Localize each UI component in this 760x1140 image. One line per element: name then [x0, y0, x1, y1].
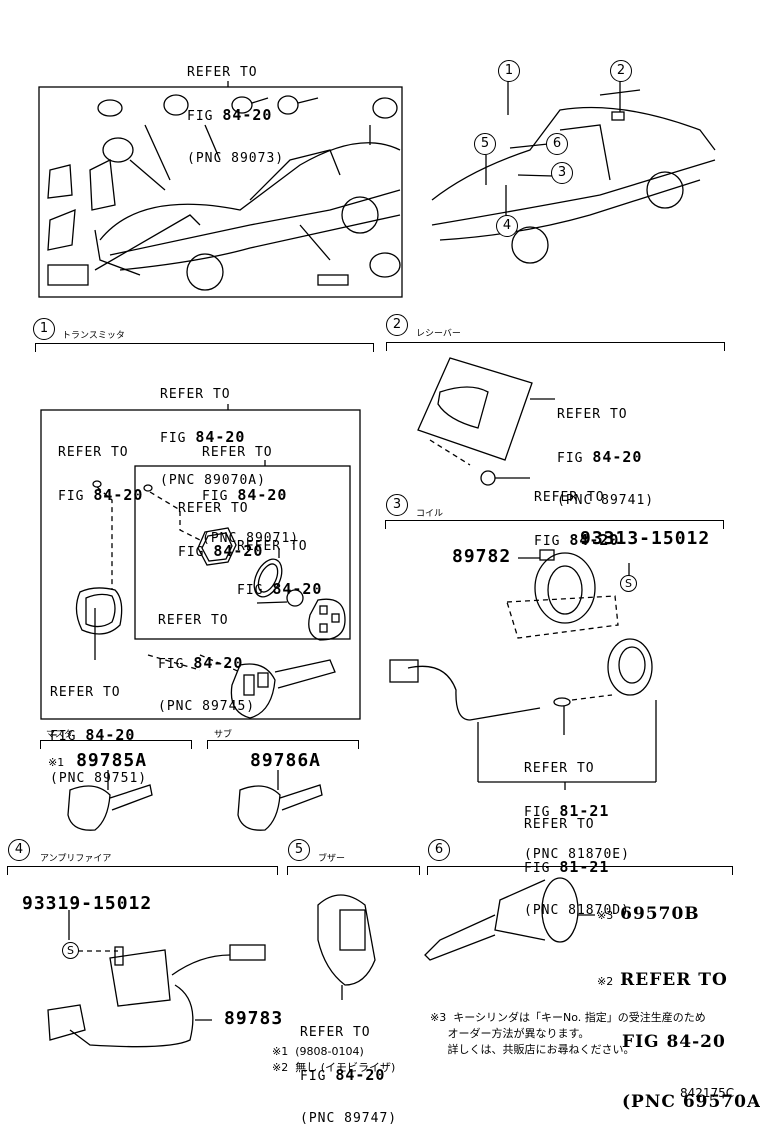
- figure-code: 842175C: [680, 1086, 735, 1100]
- callout-2[interactable]: 2: [610, 60, 632, 82]
- section-4-title: アンプリファイア: [40, 854, 112, 864]
- refer-transmitter-inner[interactable]: REFER TO FIG 84-20 (PNC 89071): [202, 445, 300, 546]
- refer-battery[interactable]: REFER TO FIG 84-20 (PNC 89745): [158, 613, 256, 714]
- coil-parts: [389, 549, 657, 790]
- footnote-3-line1: ※3 キーシリンダは「キーNo. 指定」の受注生産のため: [430, 1011, 706, 1024]
- sub-key-part[interactable]: 89786A: [250, 750, 322, 771]
- refer-receiver-bolt[interactable]: REFER TO FIG 84-20: [534, 490, 620, 549]
- section-4-number: 4: [8, 839, 30, 861]
- refer-gasket[interactable]: REFER TO FIG 84-20: [237, 539, 323, 598]
- components-overview: [47, 94, 401, 286]
- callout-3[interactable]: 3: [551, 162, 573, 184]
- section-1-title: トランスミッタ: [62, 331, 125, 341]
- parts-line-art: [38, 80, 716, 1048]
- amplifier-screw-part-number[interactable]: 93319-15012: [22, 893, 153, 914]
- refer-small-screw[interactable]: REFER TO FIG 84-20: [178, 501, 264, 560]
- callout-5[interactable]: 5: [474, 133, 496, 155]
- overview-refer-label[interactable]: REFER TO FIG 84-20 (PNC 89073): [187, 65, 285, 166]
- amplifier-part-number[interactable]: 89783: [224, 1008, 284, 1029]
- master-key-title: マスタ: [46, 730, 74, 740]
- section-3-title: コイル: [416, 509, 444, 519]
- footnote-3-line3: 詳しくは、共販店にお尋ねください。: [430, 1043, 635, 1056]
- footnote-3-line2: オーダー方法が異なります。: [430, 1027, 590, 1040]
- section-5-title: ブザー: [318, 854, 346, 864]
- callout-4[interactable]: 4: [496, 215, 518, 237]
- refer-spiral-cable[interactable]: REFER TO FIG 81-21 (PNC 81870E): [524, 761, 630, 862]
- master-key-part[interactable]: ※1 89785A: [48, 750, 148, 771]
- transmitter-frame: [40, 409, 361, 720]
- section-4-bracket: [7, 866, 278, 875]
- section-2-bracket: [386, 342, 725, 351]
- buzzer-parts: [317, 894, 376, 1000]
- screw-symbol: S: [620, 575, 637, 592]
- refer-transmitter-assy[interactable]: REFER TO FIG 84-20 (PNC 89070A): [160, 387, 266, 488]
- section-6-number: 6: [428, 839, 450, 861]
- section-5-bracket: [287, 866, 420, 875]
- coil-part-number[interactable]: 89782: [452, 546, 512, 567]
- section-3-number: 3: [386, 494, 408, 516]
- section-1-number: 1: [33, 318, 55, 340]
- section-5-number: 5: [288, 839, 310, 861]
- refer-receiver[interactable]: REFER TO FIG 84-20 (PNC 89741): [557, 407, 655, 508]
- refer-switch-assy[interactable]: REFER TO FIG 81-21 (PNC 81870D): [524, 817, 630, 918]
- section-2-title: レシーバー: [416, 329, 461, 339]
- section-2-number: 2: [386, 314, 408, 336]
- sub-key-title: サブ: [214, 730, 233, 740]
- section-3-bracket: [385, 520, 724, 529]
- footnote-2: ※2 無し (イモビライザ): [272, 1061, 396, 1074]
- refer-key-cylinder[interactable]: ※2 REFER TO FIG 84-20 (PNC 69570A): [597, 970, 760, 1112]
- amplifier-parts: [47, 910, 266, 1048]
- receiver-parts: [417, 357, 555, 486]
- key-cylinder-part[interactable]: ※3 69570B: [597, 904, 700, 924]
- keys: [67, 770, 323, 831]
- transmitter-inner-frame: [134, 465, 351, 640]
- footnote-1: ※1 (9808-0104): [272, 1045, 364, 1058]
- section-1-bracket: [35, 343, 374, 352]
- callout-1[interactable]: 1: [498, 60, 520, 82]
- overview-frame: [38, 86, 403, 298]
- key-cylinder-parts: [424, 877, 595, 961]
- coil-screw-part-number[interactable]: 93313-15012: [580, 528, 711, 549]
- refer-screw[interactable]: REFER TO FIG 84-20: [58, 445, 144, 504]
- master-key-bracket: [40, 740, 192, 749]
- transmitter-parts: [75, 480, 346, 719]
- car-illustration-right: [431, 89, 716, 264]
- section-6-bracket: [427, 866, 733, 875]
- sub-key-bracket: [207, 740, 359, 749]
- callout-6[interactable]: 6: [546, 133, 568, 155]
- amplifier-screw-symbol: S: [62, 942, 79, 959]
